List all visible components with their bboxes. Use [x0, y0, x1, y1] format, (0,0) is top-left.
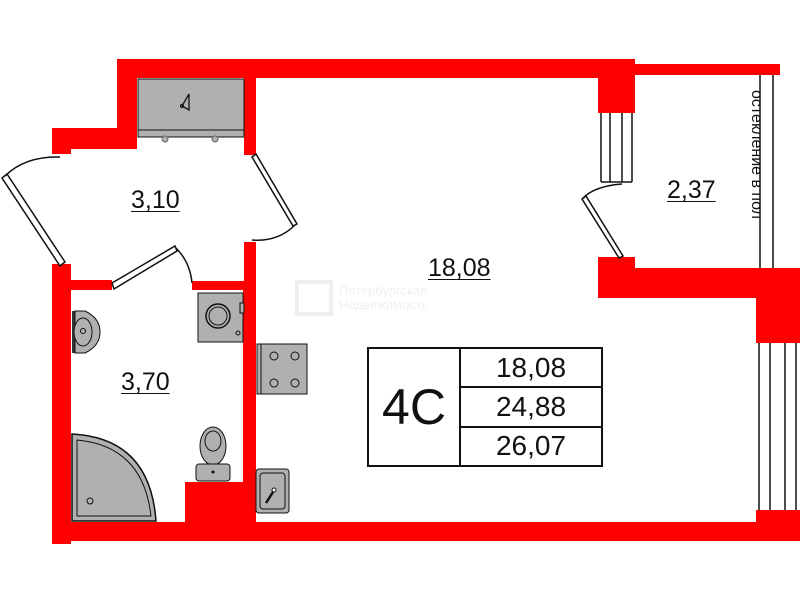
washing-machine-icon — [197, 292, 245, 343]
washbasin-icon — [72, 310, 101, 354]
shower-tray-icon — [71, 433, 157, 522]
stove-icon — [256, 343, 308, 395]
room-area-bathroom: 3,70 — [121, 368, 170, 396]
windows — [600, 75, 797, 510]
apartment-summary-box: 4C 18,08 24,88 26,07 — [367, 347, 603, 467]
apartment-code: 4C — [369, 349, 461, 465]
balcony-glazing-note: остекление в пол — [748, 90, 765, 219]
doors — [0, 152, 625, 291]
room-area-hallway: 3,10 — [131, 186, 180, 214]
room-area-balcony: 2,37 — [667, 176, 716, 204]
toilet-icon — [195, 426, 231, 482]
kitchen-sink-icon — [255, 468, 290, 514]
total-area-value: 24,88 — [461, 388, 601, 428]
watermark: Петербургская Недвижимость — [295, 278, 505, 318]
watermark-text: Петербургская Недвижимость — [339, 282, 429, 312]
room-area-living-room: 18,08 — [428, 254, 491, 282]
walls — [52, 59, 800, 544]
living-area-value: 18,08 — [461, 349, 601, 389]
area-totals: 18,08 24,88 26,07 — [461, 349, 601, 465]
wardrobe-hanger-icon — [137, 78, 245, 143]
watermark-logo — [295, 280, 333, 316]
total-area-with-balcony-value: 26,07 — [495, 430, 567, 462]
